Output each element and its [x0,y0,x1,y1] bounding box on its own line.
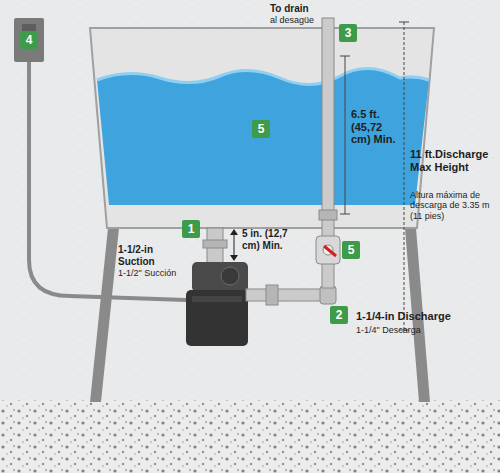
dimension-arrow [234,232,235,258]
power-cord [29,62,186,300]
discharge-pipe [246,289,326,301]
check-valve [316,236,340,264]
callout-number: 2 [330,306,348,324]
callout-number: 1 [182,220,200,238]
callout-number: 5 [252,120,270,138]
dimension-label: 6.5 ft. (45,72 cm) Min. [351,108,399,146]
dimension-line [404,22,405,330]
pipe-label: al desagüe [270,15,330,25]
callout-number: 5 [342,241,360,259]
pipe-size-label: 1-1/4" Descarga [356,325,466,335]
water [97,68,429,205]
valve-handle [324,246,336,256]
outlet-box [14,18,44,62]
callout-number: 4 [20,31,38,49]
dimension-line [345,56,346,214]
dimension-label: 11 ft.Discharge Max Height [410,148,496,173]
callout-number: 3 [339,24,357,42]
dimension-label: 5 in. (12,7 cm) Min. [242,228,302,251]
pump-head [192,262,248,292]
pipe-size-label: 1-1/2" Succión [118,268,180,278]
utility-sink [90,28,434,228]
pipe-label: To drain [270,3,330,15]
dimension-label: Altura máxima de descarga de 3.35 m (11 … [410,190,496,221]
pipe-size-label: 1-1/4-in Discharge [356,310,466,323]
pump-motor [186,290,248,346]
sink-leg [90,228,119,402]
pipe-size-label: 1-1/2-in Suction [118,244,180,267]
